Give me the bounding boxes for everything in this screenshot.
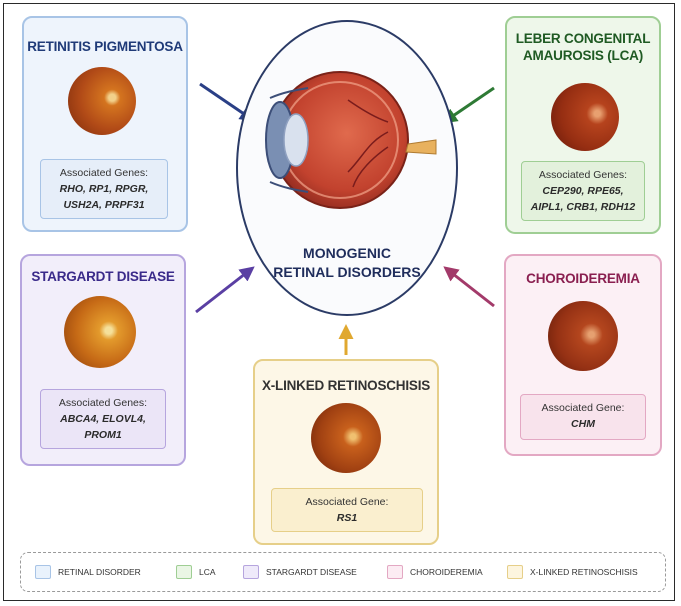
gene-box-stargardt: Associated Genes: ABCA4, ELOVL4, PROM1 [40,389,166,449]
fundus-image-lca [551,83,619,151]
legend-label: LCA [199,567,216,577]
card-title: RETINITIS PIGMENTOSA [24,38,186,55]
card-choroideremia: CHOROIDEREMIA Associated Gene: CHM [504,254,662,456]
card-title: STARGARDT DISEASE [22,268,184,285]
gene-box-rp: Associated Genes: RHO, RP1, RPGR, USH2A,… [40,159,168,219]
card-title: LEBER CONGENITAL AMAUROSIS (LCA) [507,30,659,64]
legend-swatch [243,565,259,579]
card-title: CHOROIDEREMIA [506,270,660,287]
gene-box-retinoschisis: Associated Gene: RS1 [271,488,423,532]
center-title-line2: RETINAL DISORDERS [238,263,456,282]
card-stargardt-disease: STARGARDT DISEASE Associated Genes: ABCA… [20,254,186,466]
legend-item-stargardt: STARGARDT DISEASE [243,564,357,580]
gene-list-line2: PROM1 [41,427,165,443]
legend-label: RETINAL DISORDER [58,567,141,577]
gene-list-line1: RS1 [272,510,422,526]
fundus-image-choroideremia [548,301,618,371]
legend: RETINAL DISORDER LCA STARGARDT DISEASE C… [20,552,666,592]
fundus-image-stargardt [64,296,136,368]
legend-swatch [176,565,192,579]
gene-box-lca: Associated Genes: CEP290, RPE65, AIPL1, … [521,161,645,221]
central-eye-node: MONOGENIC RETINAL DISORDERS [236,20,458,316]
gene-list-line1: CEP290, RPE65, [522,183,644,199]
gene-header: Associated Genes: [41,396,165,411]
card-x-linked-retinoschisis: X-LINKED RETINOSCHISIS Associated Gene: … [253,359,439,545]
center-title: MONOGENIC RETINAL DISORDERS [238,244,456,282]
legend-label: X-LINKED RETINOSCHISIS [530,567,638,577]
gene-header: Associated Gene: [272,495,422,510]
gene-list-line2: USH2A, PRPF31 [41,197,167,213]
gene-list-line1: CHM [521,416,645,432]
legend-swatch [35,565,51,579]
gene-list-line1: RHO, RP1, RPGR, [41,181,167,197]
legend-label: STARGARDT DISEASE [266,567,357,577]
gene-list-line2: AIPL1, CRB1, RDH12 [522,199,644,215]
card-title: X-LINKED RETINOSCHISIS [255,377,437,394]
legend-item-choroideremia: CHOROIDEREMIA [387,564,483,580]
center-title-line1: MONOGENIC [238,244,456,263]
gene-header: Associated Genes: [522,168,644,183]
gene-header: Associated Gene: [521,401,645,416]
legend-item-lca: LCA [176,564,216,580]
gene-box-choroideremia: Associated Gene: CHM [520,394,646,440]
legend-item-retinal-disorder: RETINAL DISORDER [35,564,141,580]
gene-header: Associated Genes: [41,166,167,181]
fundus-image-rp [68,67,136,135]
fundus-image-retinoschisis [311,403,381,473]
legend-label: CHOROIDEREMIA [410,567,483,577]
card-title-line1: LEBER CONGENITAL [507,30,659,47]
gene-list-line1: ABCA4, ELOVL4, [41,411,165,427]
card-leber-congenital-amaurosis: LEBER CONGENITAL AMAUROSIS (LCA) Associa… [505,16,661,234]
card-title-line2: AMAUROSIS (LCA) [507,47,659,64]
card-retinitis-pigmentosa: RETINITIS PIGMENTOSA Associated Genes: R… [22,16,188,232]
legend-swatch [507,565,523,579]
legend-item-x-linked: X-LINKED RETINOSCHISIS [507,564,638,580]
legend-swatch [387,565,403,579]
